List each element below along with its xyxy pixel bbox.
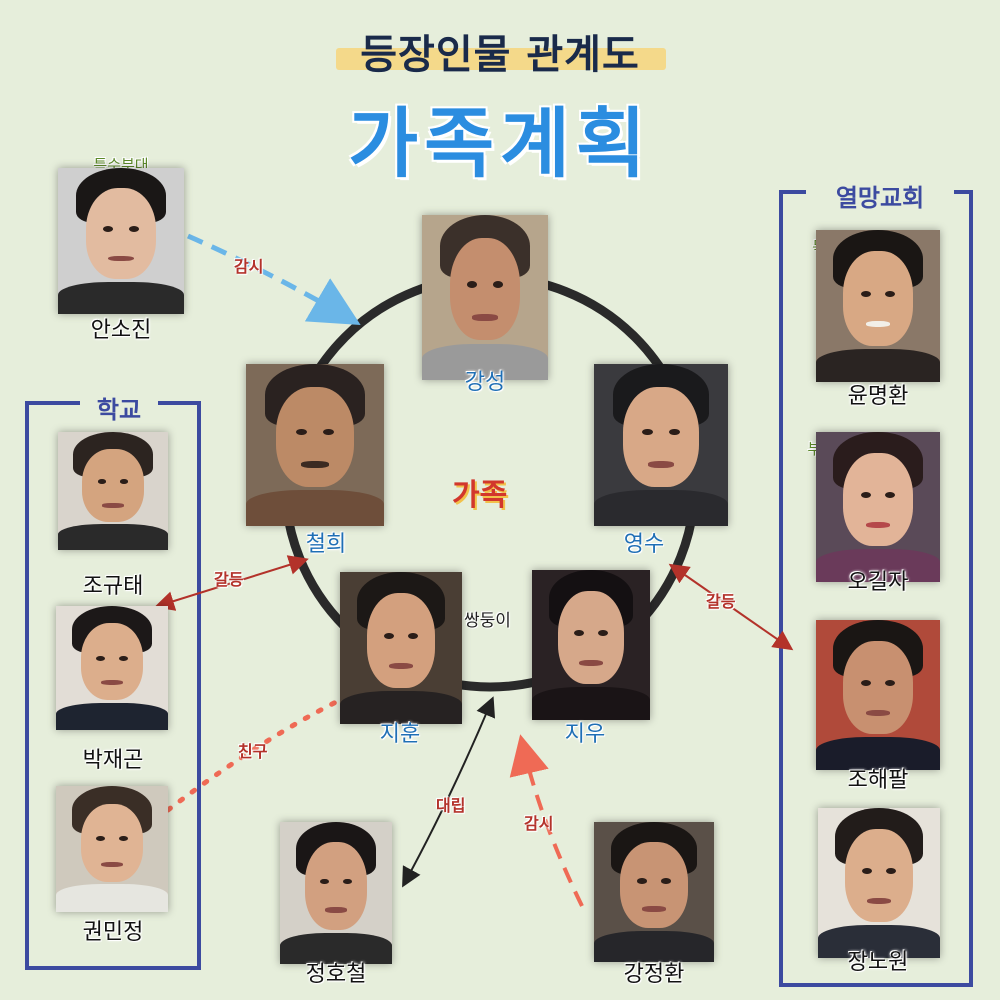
photo-jangnowon [818,808,940,958]
diagram-subtitle: 등장인물 관계도 [360,32,640,78]
photo-jeonghocheol [280,822,392,964]
school-group-label: 학교 [80,390,158,425]
oppose-arrow [402,696,496,888]
title-highlight [336,48,666,70]
church-group-label: 열망교회 [806,178,954,213]
name-jangnowon: 장노원 [847,950,909,975]
name-ogilja: 오길자 [847,570,909,595]
photo-johaepal [816,620,940,770]
photo-ansojin [58,168,184,314]
twins-label: 쌍둥이 [464,611,511,631]
name-youngsu: 영수 [623,532,665,557]
conflict-arrow-2 [668,563,794,651]
family-center-label: 가족 [452,478,508,513]
photo-kangsung [422,215,548,380]
watch-arrow-2 [509,734,584,907]
name-parkjaegon: 박재곤 [82,748,144,773]
relation-watch-1: 감시 [234,257,264,276]
name-cheolhee: 철희 [305,532,347,557]
name-kwonminjeong: 권민정 [82,920,144,945]
relation-conflict-1: 갈등 [214,570,244,589]
relation-friend: 친구 [238,742,268,761]
photo-jiwoo [532,570,650,720]
photo-kwonminjeong [56,786,168,912]
relation-conflict-2: 갈등 [706,592,736,611]
name-jiwoo: 지우 [564,722,606,747]
name-johaepal: 조해팔 [847,768,909,793]
diagram-title: 가족계획 [348,99,652,188]
relation-oppose: 대립 [436,796,466,815]
relation-watch-2: 감시 [524,814,554,833]
photo-ogilja [816,432,940,582]
photo-cheolhee [246,364,384,526]
photo-yunmyeonghwan [816,230,940,382]
name-kangsung: 강성 [464,370,506,395]
watch-arrow-1 [186,233,361,326]
photo-youngsu [594,364,728,526]
photo-jihoon [340,572,462,724]
name-jeonghocheol: 정호철 [305,962,367,987]
photo-jogyutae [58,432,168,550]
name-kangjeonghwan: 강정환 [623,962,685,987]
name-jihoon: 지훈 [379,722,421,747]
friend-line [165,697,343,813]
name-jogyutae: 조규태 [82,574,144,599]
name-ansojin: 안소진 [90,318,152,343]
photo-parkjaegon [56,606,168,730]
name-yunmyeonghwan: 윤명환 [847,384,909,409]
photo-kangjeonghwan [594,822,714,962]
conflict-arrow-1 [154,555,309,611]
